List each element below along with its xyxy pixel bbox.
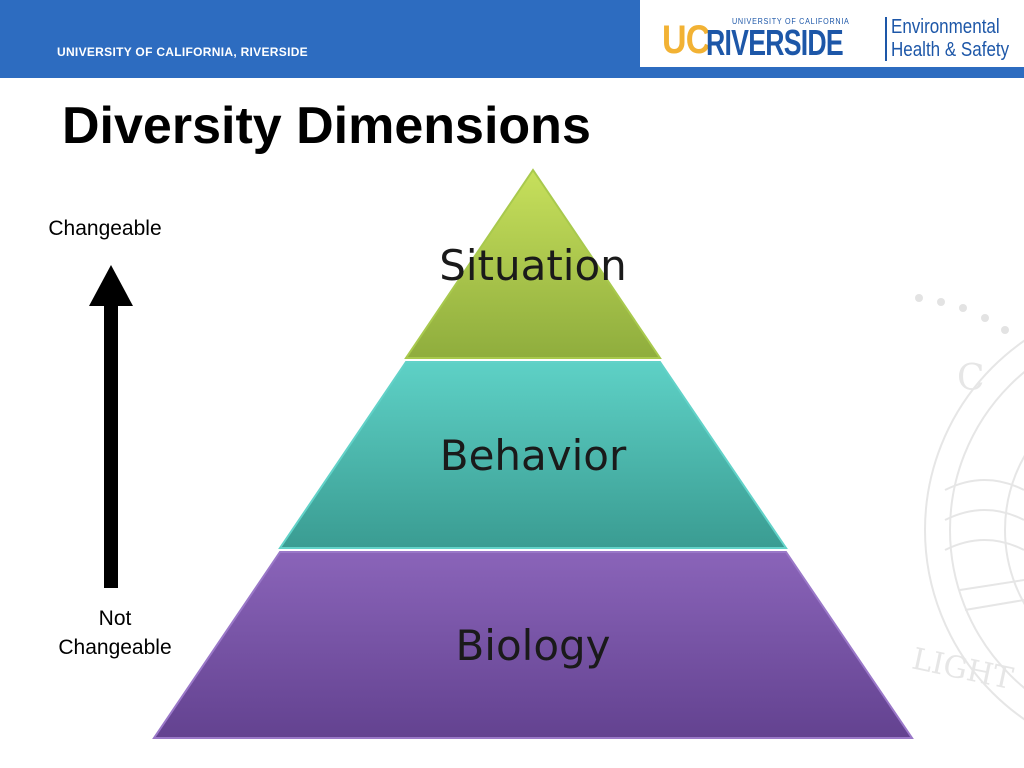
not-changeable-line1: Not: [98, 607, 132, 630]
university-name: UNIVERSITY OF CALIFORNIA, RIVERSIDE: [57, 45, 308, 59]
ucr-seal-watermark: C LIGHT: [909, 294, 1024, 721]
page-title: Diversity Dimensions: [62, 97, 591, 155]
pyramid-level-middle-shape: [278, 361, 788, 549]
pyramid-level-bottom-shape: [152, 551, 914, 739]
pyramid-level-situation: Situation: [404, 168, 662, 359]
pyramid-label-situation: Situation: [439, 241, 627, 290]
pyramid-level-behavior: Behavior: [278, 361, 788, 549]
arrow-shaft: [104, 304, 118, 588]
logo-department-line2: Health & Safety: [891, 39, 1010, 61]
logo-divider: [885, 17, 887, 61]
not-changeable-label: Not Changeable: [35, 604, 195, 662]
pyramid-level-top-shape: [404, 168, 662, 359]
logo-riverside-text: RIVERSIDE: [706, 22, 844, 63]
changeable-label: Changeable: [48, 217, 162, 240]
logo-uc-text: UC: [662, 18, 710, 62]
logo-department-line1: Environmental: [891, 16, 1000, 38]
not-changeable-line2: Changeable: [58, 636, 172, 659]
arrow-up-icon: [89, 265, 133, 306]
logo-small-text: UNIVERSITY OF CALIFORNIA: [732, 17, 850, 26]
logo-department: Environmental Health & Safety: [891, 16, 1009, 62]
pyramid-label-biology: Biology: [455, 621, 610, 670]
ucr-ehs-logo[interactable]: UC UNIVERSITY OF CALIFORNIA RIVERSIDE En…: [640, 0, 1024, 67]
pyramid-level-biology: Biology: [152, 551, 914, 739]
pyramid-label-behavior: Behavior: [440, 431, 627, 480]
svg-text:C: C: [957, 358, 985, 399]
